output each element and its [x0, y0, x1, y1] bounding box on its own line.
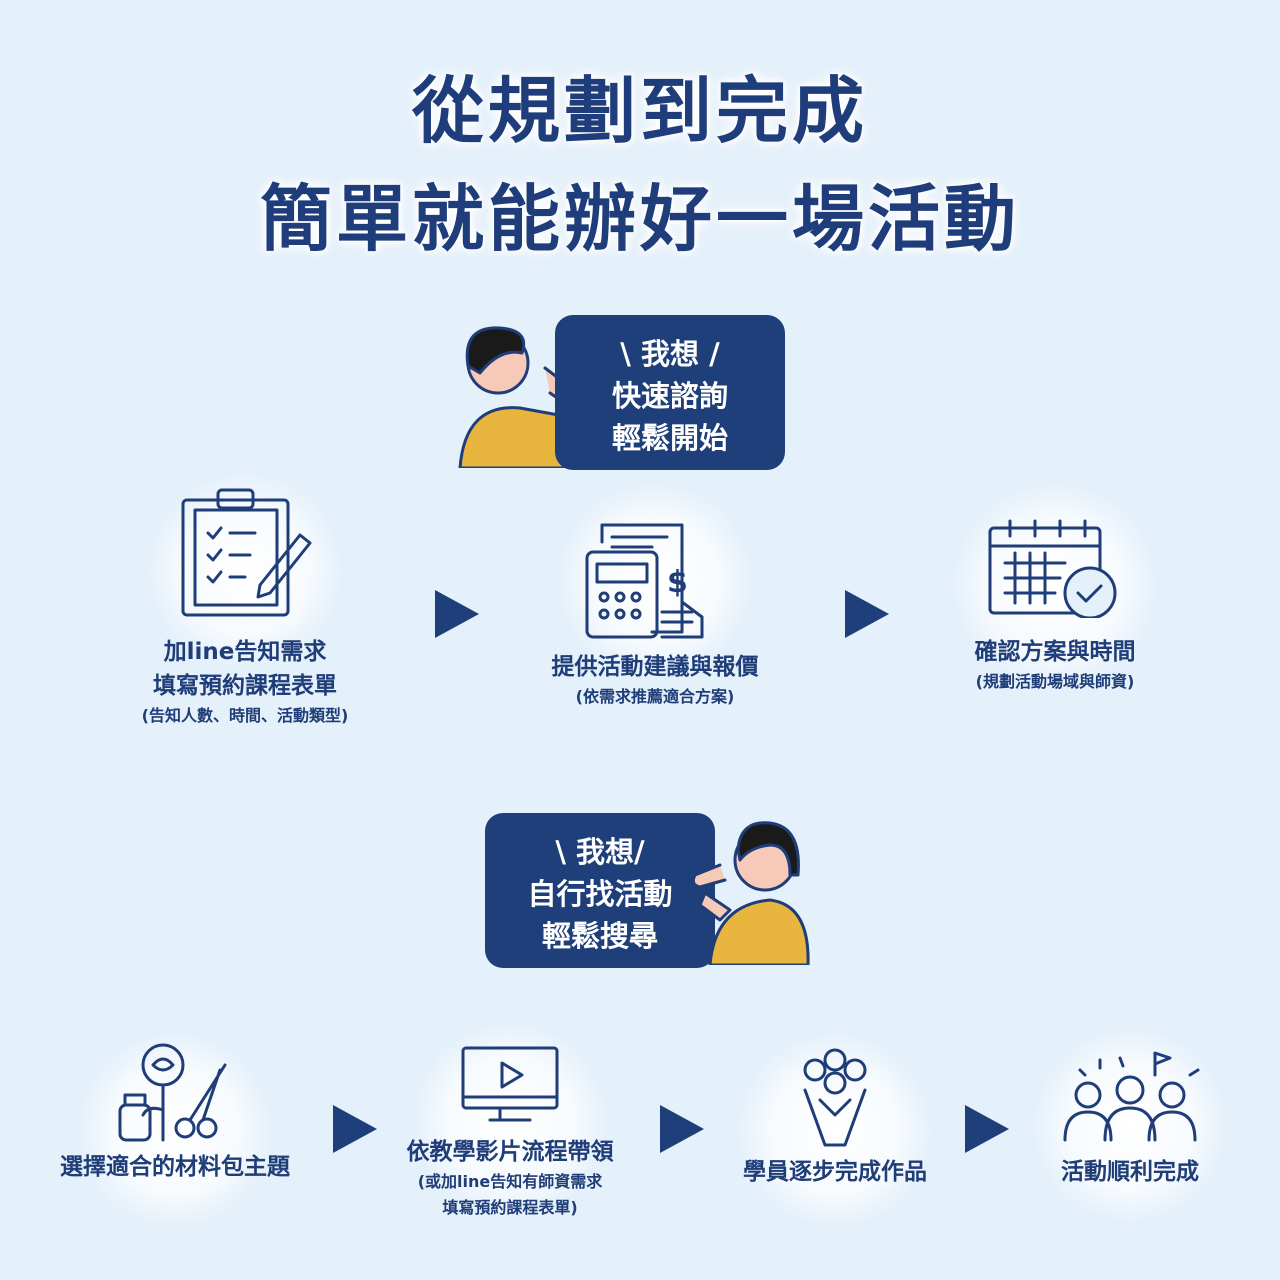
consult-bubble-line-3: 輕鬆開始 — [611, 421, 728, 455]
consult-bubble-line-1: \ 我想 / — [620, 337, 720, 371]
pointing-woman-icon — [458, 326, 583, 468]
self-bubble: \ 我想/ 自行找活動 輕鬆搜尋 — [485, 813, 715, 968]
self-step-2: 依教學影片流程帶領 (或加line告知有師資需求 填寫預約課程表單) — [360, 1135, 660, 1221]
arrow-right-icon — [333, 1105, 377, 1153]
step-label: 提供活動建議與報價 — [551, 654, 759, 680]
arrow-right-icon — [965, 1105, 1009, 1153]
step-note: (或加line告知有師資需求 — [417, 1172, 603, 1191]
celebrating-people-icon — [1063, 1051, 1200, 1142]
title-line-2: 簡單就能辦好一場活動 — [259, 177, 1020, 261]
consult-bubble-line-2: 快速諮詢 — [611, 379, 728, 413]
consult-bubble: \ 我想 / 快速諮詢 輕鬆開始 — [555, 315, 785, 470]
consult-step-1: 加line告知需求 填寫預約課程表單 (告知人數、時間、活動類型) — [90, 635, 400, 729]
self-bubble-line-1: \ 我想/ — [555, 835, 645, 869]
step-note: (依需求推薦適合方案) — [575, 687, 735, 706]
step-label: 填寫預約課程表單 — [153, 673, 337, 699]
self-bubble-line-3: 輕鬆搜尋 — [541, 919, 658, 953]
step-note: (告知人數、時間、活動類型) — [141, 706, 349, 725]
consult-step-3: 確認方案與時間 (規劃活動場域與師資) — [905, 635, 1205, 695]
step-label: 確認方案與時間 — [974, 639, 1136, 665]
step-label: 依教學影片流程帶領 — [406, 1139, 614, 1165]
calendar-check-icon — [988, 519, 1117, 618]
calculator-invoice-icon: $ — [585, 523, 704, 639]
arrow-right-icon — [660, 1105, 704, 1153]
arrow-right-icon — [845, 590, 889, 638]
step-note: (規劃活動場域與師資) — [975, 672, 1135, 691]
step-note: 填寫預約課程表單) — [442, 1198, 578, 1217]
clipboard-checklist-icon — [181, 488, 312, 617]
step-label: 加line告知需求 — [163, 639, 327, 665]
rose-craft-kit-icon — [118, 1043, 227, 1142]
bouquet-icon — [803, 1048, 867, 1147]
pointing-woman-icon — [691, 821, 810, 965]
self-step-1: 選擇適合的材料包主題 — [60, 1154, 290, 1180]
arrow-right-icon — [435, 590, 479, 638]
video-monitor-icon — [461, 1046, 559, 1122]
title-line-1: 從規劃到完成 — [411, 69, 868, 153]
self-bubble-line-2: 自行找活動 — [527, 877, 673, 911]
svg-text:$: $ — [667, 565, 688, 600]
self-step-4: 活動順利完成 — [1061, 1159, 1199, 1185]
self-step-3: 學員逐步完成作品 — [743, 1159, 927, 1185]
consult-step-2: 提供活動建議與報價 (依需求推薦適合方案) — [495, 650, 815, 710]
